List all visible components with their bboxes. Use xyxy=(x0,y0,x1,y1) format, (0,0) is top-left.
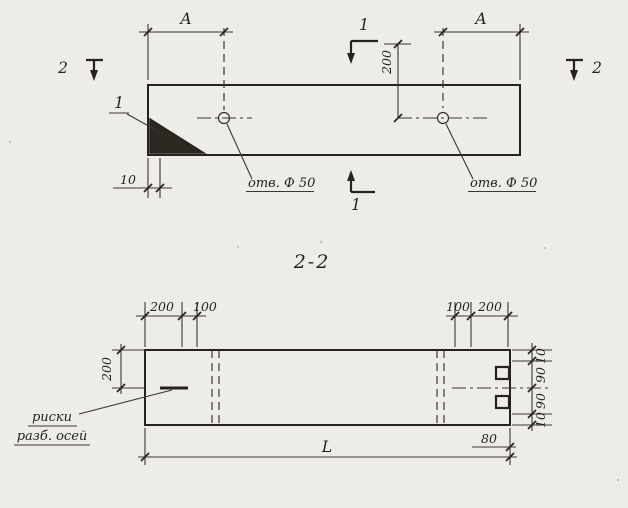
section-1-top-label: 1 xyxy=(359,16,369,34)
section-mark-1-bottom: 1 xyxy=(347,170,375,214)
section-1-top-arrow xyxy=(347,53,355,64)
scan-noise xyxy=(8,140,620,482)
axis-note-leader xyxy=(78,389,173,415)
dim-tr-100-label: 100 xyxy=(446,299,470,314)
detail-callout-1: 1 xyxy=(109,94,164,135)
dim-a-left-label: А xyxy=(179,10,192,28)
dim-200-vertical: 200 xyxy=(379,39,411,123)
dim-a-right: А xyxy=(434,10,529,108)
section-2-left-label: 2 xyxy=(57,59,68,77)
hole-left-label: отв. Ф 50 xyxy=(248,176,315,191)
dim-tl-200-label: 200 xyxy=(149,299,174,314)
section-title: 2-2 xyxy=(293,251,331,273)
detail-callout-label: 1 xyxy=(114,94,124,112)
dim-right-10-bottom-label: 10 xyxy=(533,412,548,428)
section-mark-1-top: 1 xyxy=(347,16,378,64)
axis-note: риски разб. осей xyxy=(14,389,173,446)
dim-right-chain: 10 90 90 10 xyxy=(512,343,552,431)
section-2-left-arrow xyxy=(90,70,98,81)
dim-200-label: 200 xyxy=(379,50,394,75)
dim-right-90-top-label: 90 xyxy=(533,367,548,383)
dim-a-left: А xyxy=(139,10,233,110)
dim-10: 10 xyxy=(113,158,172,198)
section-2-right-arrow xyxy=(570,70,578,81)
dim-left-200-label: 200 xyxy=(99,357,114,382)
dim-10-label: 10 xyxy=(120,172,136,187)
dim-top-right: 100 200 xyxy=(446,299,518,347)
dim-80: 80 xyxy=(472,431,516,452)
top-view: 1 отв. Ф 50 отв. Ф 50 А xyxy=(57,10,602,214)
section-1-bottom-arrow xyxy=(347,170,355,181)
beam-outline-plan xyxy=(147,84,521,156)
axis-note-line2: разб. осей xyxy=(17,429,88,444)
end-notch-bottom xyxy=(494,394,511,410)
hole-left: отв. Ф 50 xyxy=(197,111,315,193)
dim-right-90-bottom-label: 90 xyxy=(533,393,548,409)
dim-tl-100-label: 100 xyxy=(193,299,217,314)
dim-tr-200-label: 200 xyxy=(477,299,502,314)
axis-note-line1: риски xyxy=(32,410,72,425)
dim-top-left: 200 100 xyxy=(136,299,217,347)
dim-80-label: 80 xyxy=(481,431,497,446)
section-view: 200 100 100 200 200 xyxy=(14,299,552,465)
end-notch-top xyxy=(494,365,511,381)
section-1-bottom-label: 1 xyxy=(351,196,361,214)
dim-length-label: L xyxy=(321,438,332,456)
hole-right: отв. Ф 50 xyxy=(398,111,537,193)
section-2-right-label: 2 xyxy=(591,59,602,77)
section-mark-2-right: 2 xyxy=(566,58,602,81)
dim-left-height: 200 xyxy=(99,344,145,394)
dim-right-10-top-label: 10 xyxy=(533,348,548,364)
corner-detail-triangle xyxy=(149,117,207,154)
dim-length: L xyxy=(138,428,517,465)
dim-a-right-label: А xyxy=(474,10,487,28)
section-mark-2-left: 2 xyxy=(57,58,103,81)
hole-right-label: отв. Ф 50 xyxy=(470,176,537,191)
